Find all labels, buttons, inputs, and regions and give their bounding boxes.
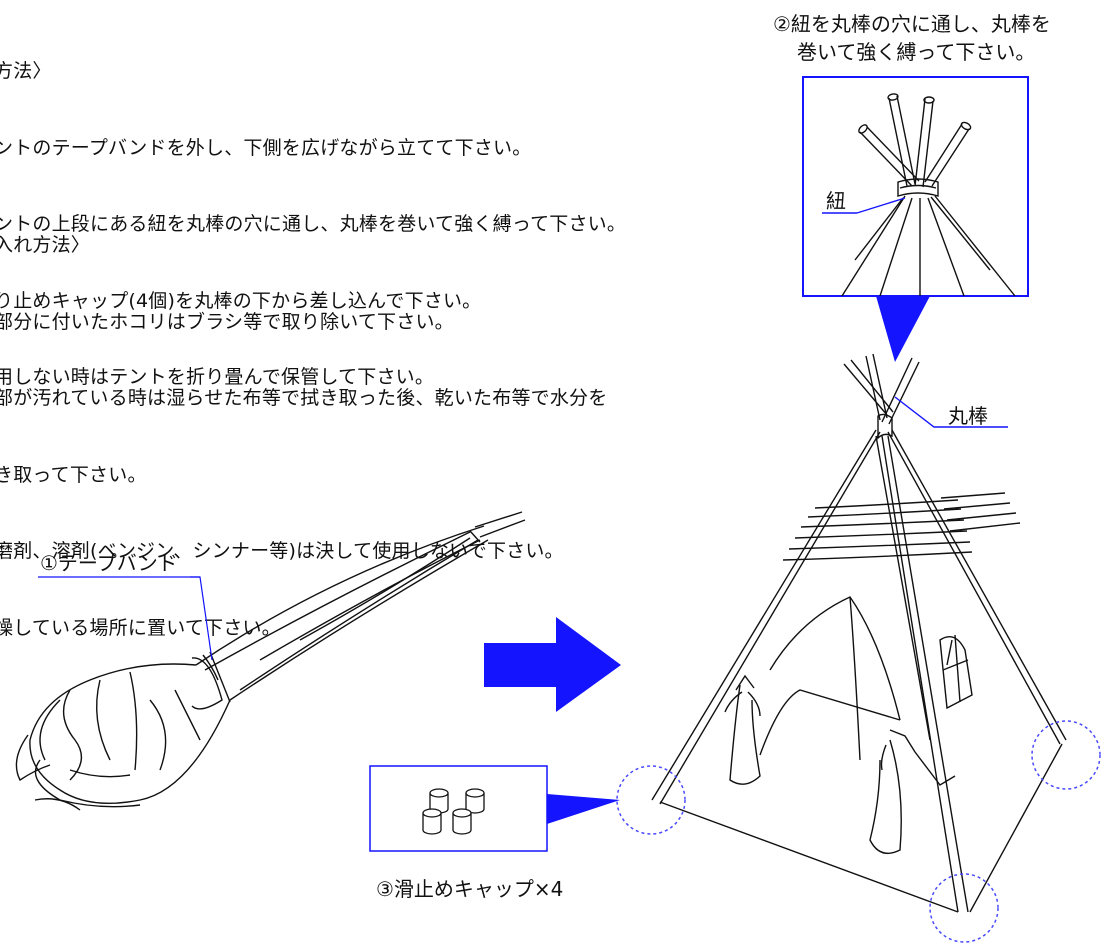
assembly-line-2: ントの上段にある紐を丸棒の穴に通し、丸棒を巻いて強く縛って下さい。 (0, 213, 627, 235)
care-line-4: 磨剤、溶剤(ベンジン、シンナー等)は決して使用しないで下さい。 (0, 540, 564, 562)
care-heading: 入れ方法〉 (0, 234, 91, 256)
string-detail-panel (802, 76, 1029, 297)
care-line-3: き取って下さい。 (0, 463, 147, 486)
tape-band-label: ①テープバンド (40, 551, 178, 575)
folded-tent (15, 511, 526, 811)
foot-highlight-circles (616, 720, 1101, 943)
assembly-heading: 方法〉 (0, 60, 52, 82)
caps-label: ③滑止めキャップ×4 (376, 877, 564, 901)
assembly-line-4: 用しない時はテントを折り畳んで保管して下さい。 (0, 366, 435, 388)
pointer-arrow-right (547, 794, 620, 824)
assembly-instructions: 方法〉 ントのテープバンドを外し、下側を広げながら立てて下さい。 ントの上段にあ… (0, 8, 626, 416)
pointer-arrow-down (876, 296, 930, 362)
arrow-right (484, 617, 621, 712)
assembled-tent (651, 353, 1067, 913)
care-line-5: 燥している場所に置いて下さい。 (0, 616, 281, 639)
assembly-line-1: ントのテープバンドを外し、下側を広げながら立てて下さい。 (0, 136, 532, 159)
care-instructions: 入れ方法〉 部分に付いたホコリはブラシ等で取り除いて下さい。 部が汚れている時は… (0, 182, 607, 667)
pole-label: 丸棒 (948, 404, 988, 428)
string-label: 紐 (826, 189, 846, 213)
caps-box (369, 765, 548, 852)
care-line-1: 部分に付いたホコリはブラシ等で取り除いて下さい。 (0, 310, 454, 333)
care-line-2: 部が汚れている時は湿らせた布等で拭き取った後、乾いた布等で水分を (0, 387, 608, 409)
assembly-line-3: り止めキャップ(4個)を丸棒の下から差し込んで下さい。 (0, 289, 482, 312)
step2-caption-line2: 巻いて強く縛って下さい。 (797, 40, 1036, 64)
step2-caption-line1: ②紐を丸棒の穴に通し、丸棒を (773, 12, 1051, 36)
